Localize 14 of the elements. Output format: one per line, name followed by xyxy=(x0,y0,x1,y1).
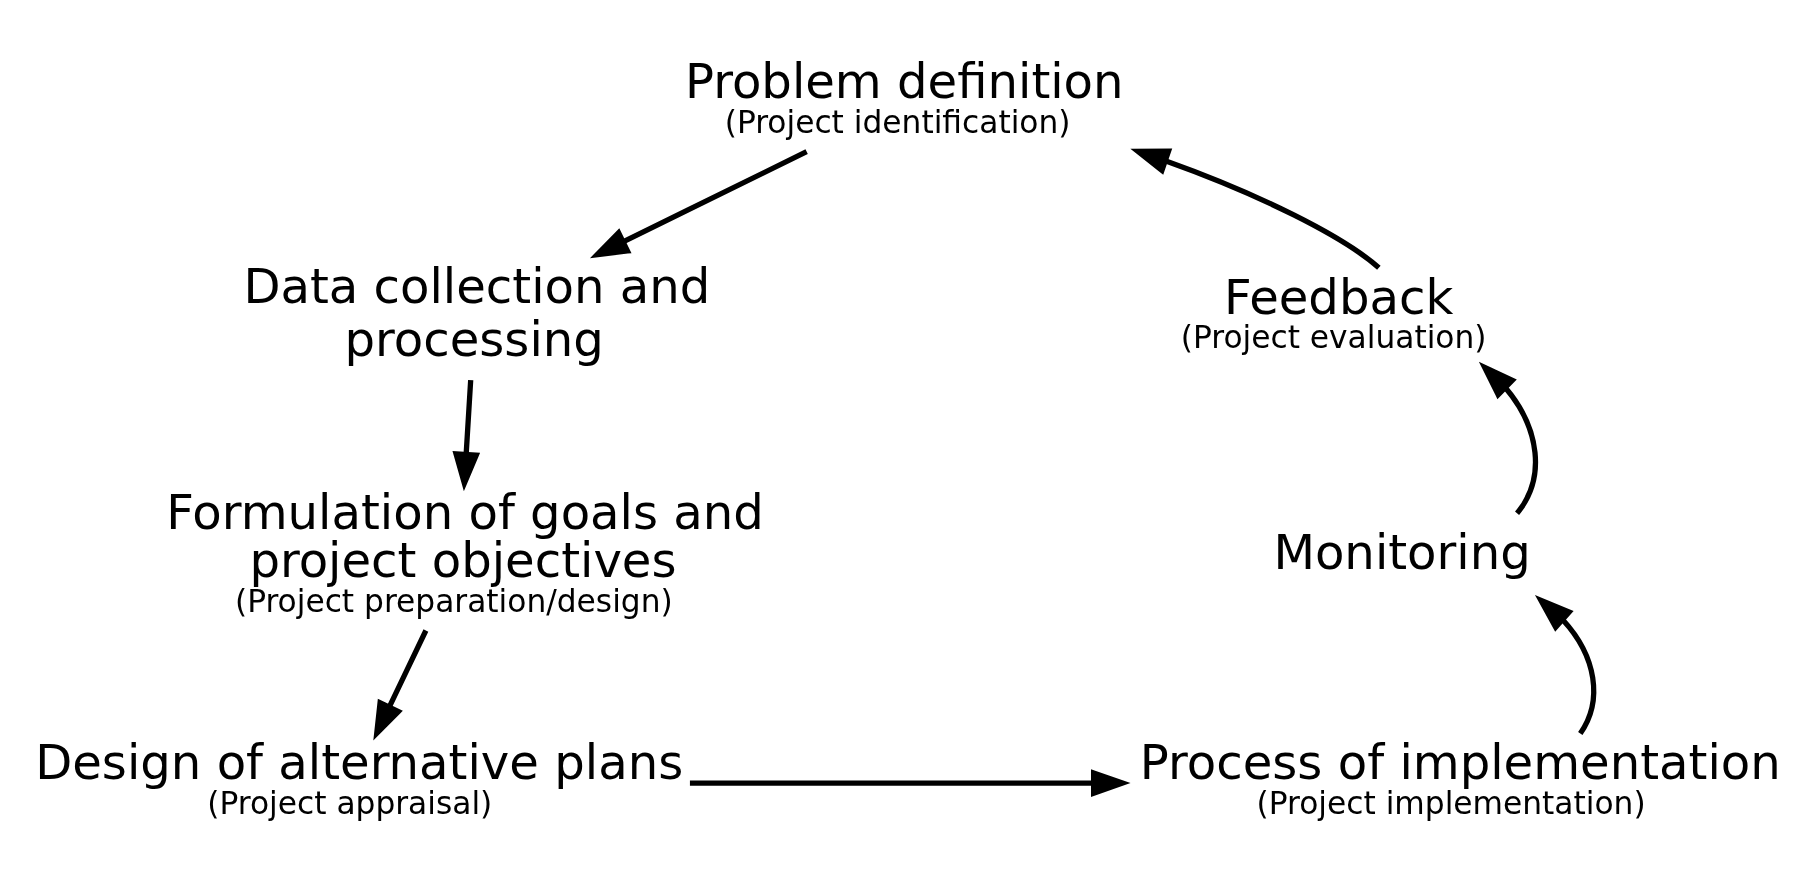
node-text: Monitoring xyxy=(1273,523,1531,580)
node-text: Formulation of goals and project objectives (Project preparation/design) xyxy=(166,484,764,619)
node-text: Problem definition (Project identification) xyxy=(685,53,1124,141)
arrow xyxy=(452,380,481,492)
arrow xyxy=(1130,148,1381,270)
node-text: Process of implementation (Project implementation) xyxy=(1139,734,1781,822)
arrow xyxy=(373,629,429,741)
arrow xyxy=(1534,595,1597,735)
arrow xyxy=(689,769,1131,797)
arrow xyxy=(589,149,808,259)
node-text: Data collection and processing xyxy=(243,257,711,367)
arrow xyxy=(1478,361,1539,515)
node-text: Design of alternative plans (Project appraisal) xyxy=(35,734,684,822)
node-text: Feedback (Project evaluation) xyxy=(1180,268,1487,356)
